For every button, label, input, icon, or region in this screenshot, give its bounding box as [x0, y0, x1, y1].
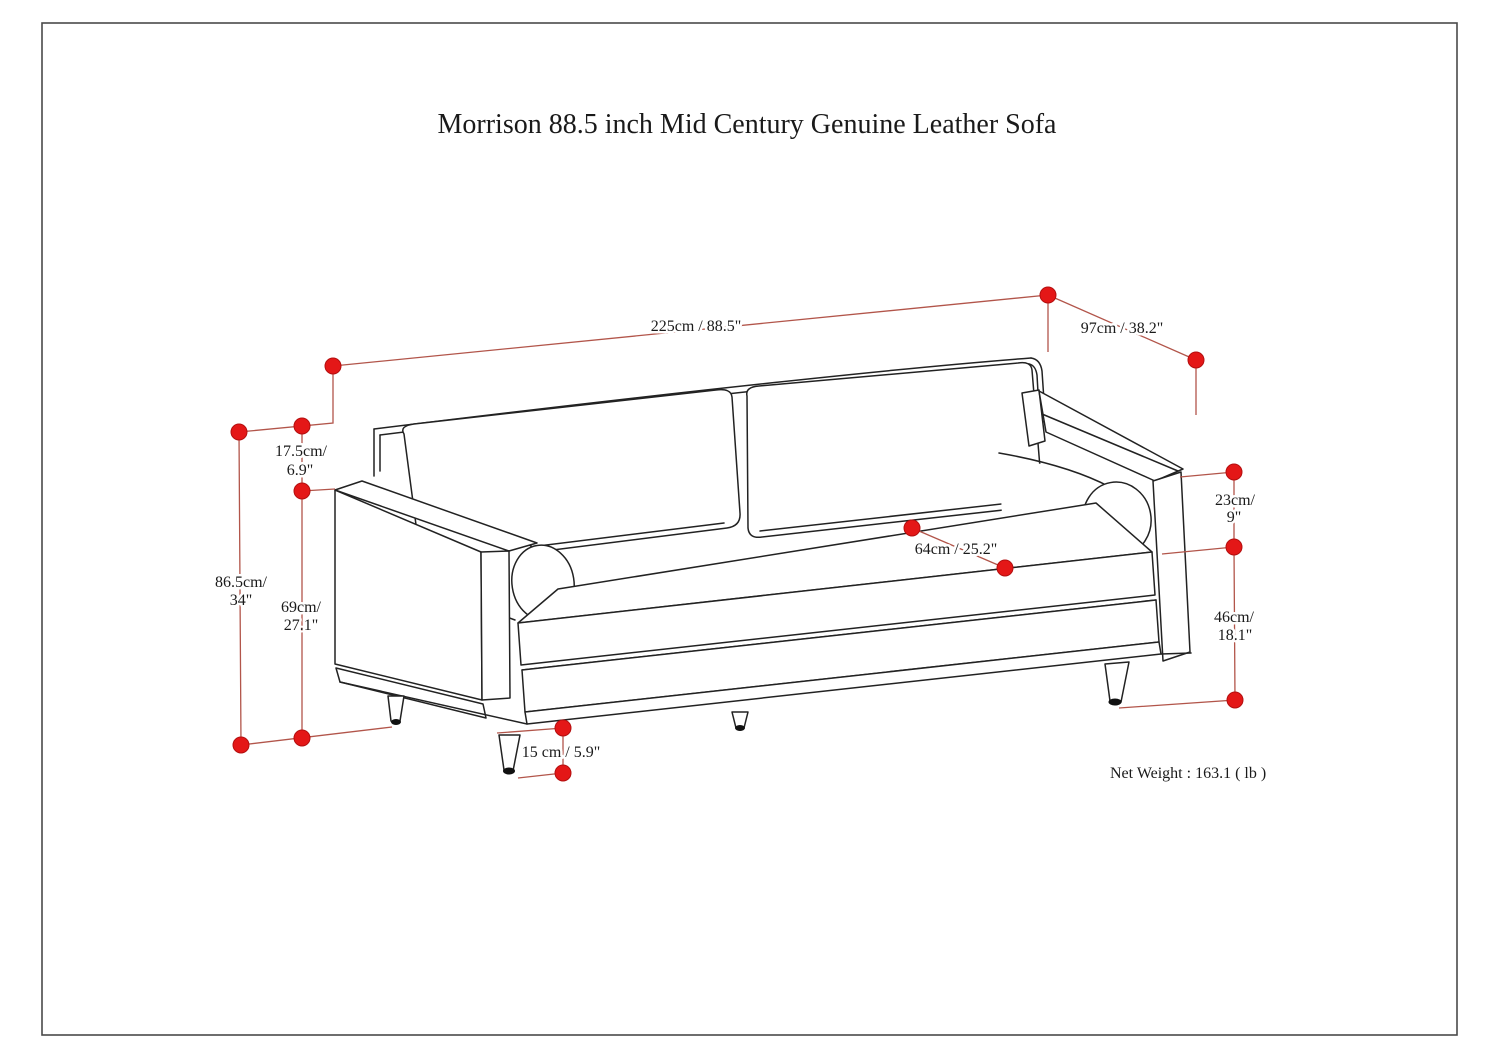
dimension-dot: [903, 519, 921, 537]
sofa-right-arm-rail-edge: [1041, 413, 1179, 472]
bolster-height-label-cm: 23cm/: [1215, 492, 1256, 509]
dimension-dot: [293, 482, 311, 500]
dim-line-bolster-top-connector: [1179, 471, 1235, 478]
back-cushion-height-label-cm: 17.5cm/: [275, 443, 328, 460]
sofa-right-bolster-top-edge: [998, 452, 1111, 488]
dimension-dot: [230, 423, 248, 441]
sofa-back-cushion-right: [746, 361, 1043, 539]
dimension-dot: [1039, 286, 1057, 304]
sofa-base-bottom-right-edge: [1160, 652, 1192, 655]
dim-line-seat-depth: [911, 527, 1006, 569]
sofa-right-arm-rear-post: [1021, 389, 1046, 447]
sofa-left-arm-top: [334, 480, 538, 552]
dimension-dot: [554, 719, 572, 737]
seat-depth-label: 64cm / 25.2": [915, 541, 998, 558]
dim-line-seat-top-connector: [1161, 546, 1235, 555]
dim-line-overall-depth: [1047, 294, 1197, 361]
dim-line-right-height-chain: [1118, 472, 1236, 709]
sofa-base-bottom-left-edge: [339, 681, 528, 725]
dimension-dot: [554, 764, 572, 782]
sofa-seat-front: [517, 551, 1156, 666]
dimension-dot: [1187, 351, 1205, 369]
dimension-dots: [230, 286, 1244, 782]
sofa-line-drawing: [334, 357, 1192, 775]
sofa-back-right-corner-inner: [1028, 363, 1041, 428]
dimension-dot: [1225, 463, 1243, 481]
dimension-dot: [293, 729, 311, 747]
sofa-leg-front-right-foot: [1108, 698, 1122, 706]
back-cushion-height-label-in: 6.9": [287, 462, 314, 479]
bolster-height-label-in: 9": [1227, 509, 1242, 526]
dimension-dot: [232, 736, 250, 754]
sofa-leg-front-right: [1104, 661, 1130, 706]
sofa-leg-back-left-foot: [391, 719, 401, 725]
dimension-dot: [1226, 691, 1244, 709]
seat-height-label-in: 18.1": [1218, 627, 1253, 644]
sofa-back-right-corner: [1030, 357, 1047, 431]
page-border: [41, 22, 1458, 1036]
overall-height-label-in: 34": [230, 592, 253, 609]
sofa-right-arm-front-post: [1152, 471, 1191, 662]
seat-height-label-cm: 46cm/: [1214, 609, 1255, 626]
sofa-base-left-band: [335, 667, 487, 719]
dim-line-leg-top-connector: [496, 727, 564, 734]
dimension-dot: [293, 417, 311, 435]
page-title: Morrison 88.5 inch Mid Century Genuine L…: [438, 109, 1058, 140]
sofa-leg-back-middle-foot: [735, 725, 745, 731]
leg-height-label: 15 cm / 5.9": [522, 744, 601, 761]
dimension-dot: [1225, 538, 1243, 556]
arm-height-label-cm: 69cm/: [281, 599, 322, 616]
overall-depth-label: 97cm / 38.2": [1081, 320, 1164, 337]
net-weight-label: Net Weight : 163.1 ( lb ): [1110, 765, 1266, 782]
sofa-leg-front-left-foot: [503, 767, 515, 775]
sofa-left-arm-front: [480, 550, 511, 701]
overall-height-label-cm: 86.5cm/: [215, 574, 268, 591]
dimension-labels: 225cm / 88.5" 97cm / 38.2" 17.5cm/ 6.9" …: [213, 316, 1259, 764]
dimension-dot: [996, 559, 1014, 577]
arm-height-label-in: 27.1": [284, 617, 319, 634]
overall-width-label: 225cm / 88.5": [651, 318, 742, 335]
sofa-back-cushion-right-piping: [759, 500, 1029, 532]
dim-line-overall-width: [332, 294, 1049, 367]
dimension-dot: [324, 357, 342, 375]
